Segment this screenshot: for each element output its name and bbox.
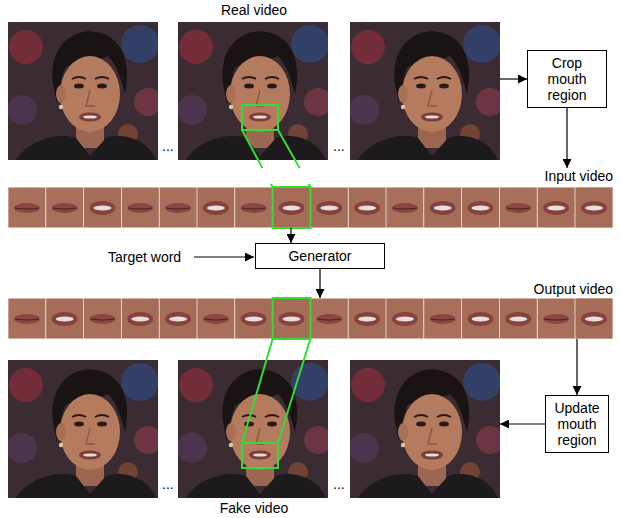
generator-box: Generator [255, 243, 385, 269]
mouth-strip [8, 187, 613, 228]
node-text: Generator [260, 248, 380, 264]
highlight [242, 105, 310, 468]
flow-arrow [290, 228, 291, 243]
mouth-crop [8, 187, 46, 228]
mouth-crop [84, 187, 122, 228]
frame-strip: Output video [8, 298, 613, 339]
mouth-crop [537, 298, 575, 339]
mouth-crop [537, 187, 575, 228]
mouth-crop [46, 187, 84, 228]
flow-arrow [319, 269, 320, 298]
highlight-box [242, 105, 278, 130]
mouth-crop [121, 298, 159, 339]
node-text: Output video [531, 281, 613, 297]
mouth-crop [575, 187, 613, 228]
mouth-crop [84, 298, 122, 339]
mouth-crop [499, 187, 537, 228]
mouth-crop [273, 187, 311, 228]
process-box: Update mouth region [545, 395, 609, 453]
mouth-crop [462, 298, 500, 339]
input-label: Target word [108, 249, 181, 265]
mouth-crop [386, 298, 424, 339]
mouth-crop [499, 298, 537, 339]
mouth-crop [386, 187, 424, 228]
node-text: Fake video [217, 500, 291, 516]
zoom-line [242, 339, 273, 443]
mouth-crop [424, 298, 462, 339]
mouth-crop [310, 187, 348, 228]
flow-arrow [500, 78, 527, 79]
process-box: Crop mouth region [527, 50, 607, 108]
mouth-crop [575, 298, 613, 339]
flow-arrow [566, 108, 567, 168]
mouth-crop [159, 298, 197, 339]
mouth-crop [310, 298, 348, 339]
mouth-crop [273, 298, 311, 339]
flow-arrow [576, 339, 577, 395]
mouth-crop [8, 298, 46, 339]
video-frame [349, 360, 504, 498]
mouth-crop [462, 187, 500, 228]
mouth-crop [197, 187, 235, 228]
ellipsis: ... [162, 476, 174, 492]
video-frame [7, 22, 162, 160]
node-text: Crop mouth region [532, 55, 602, 103]
ellipsis: ... [333, 476, 345, 492]
input-arrow [194, 256, 254, 257]
video-frame [7, 360, 162, 498]
mouth-crop [424, 187, 462, 228]
mouth-crop [121, 187, 159, 228]
ellipsis: ... [162, 138, 174, 154]
node-text: Real video [218, 2, 290, 18]
highlight-box [242, 443, 278, 468]
node-text: Input video [8, 168, 613, 184]
mouth-crop [235, 298, 273, 339]
video-frames: Real video [8, 2, 500, 160]
frame-strip: Input video [8, 168, 613, 228]
zoom-line [278, 339, 310, 443]
mouth-crop [159, 187, 197, 228]
video-frame [349, 22, 504, 160]
highlight-box [273, 298, 311, 339]
video-frame [177, 22, 332, 160]
video-frame [177, 360, 332, 498]
video-frames: Fake video [8, 360, 500, 516]
node-text: Update mouth region [550, 400, 604, 448]
mouth-crop [197, 298, 235, 339]
mouth-crop [235, 187, 273, 228]
ellipsis: ... [333, 138, 345, 154]
mouth-crop [46, 298, 84, 339]
flow-arrow [500, 423, 545, 424]
mouth-crop [348, 298, 386, 339]
highlight-box [273, 187, 311, 228]
mouth-strip [8, 298, 613, 339]
mouth-crop [348, 187, 386, 228]
